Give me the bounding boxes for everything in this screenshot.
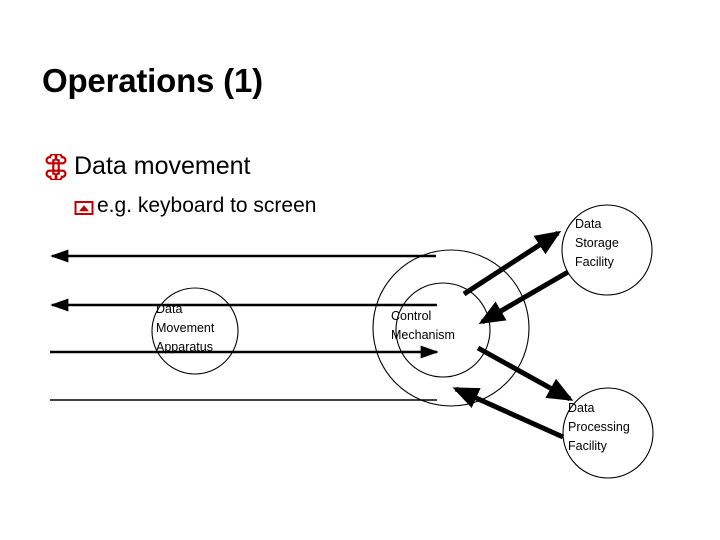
node-circle-data-movement-apparatus [151,287,239,375]
node-label-line: Mechanism [391,328,455,342]
node-label-line: Control [391,309,432,323]
node-label-data-movement-apparatus: Data Movement Apparatus [156,300,214,357]
bullet-label: e.g. keyboard to screen [97,194,317,217]
node-label-line: Facility [568,439,607,453]
page-title: Operations (1) [42,62,263,99]
edge-control-to-storage [462,230,562,297]
node-label-data-storage-facility: Data Storage Facility [575,215,619,272]
node-label-line: Storage [575,236,619,250]
boxed-chevron-bullet-icon [74,198,94,218]
edge-processing-to-control [452,386,565,440]
system-boundary-circle [372,249,530,407]
node-label-line: Movement [156,321,215,335]
node-circle-control-mechanism [395,282,491,378]
bullet-item-level1: Data movement [44,152,250,181]
node-label-line: Apparatus [156,340,213,354]
place-of-interest-bullet-icon [44,153,68,181]
node-label-data-processing-facility: Data Processing Facility [568,399,630,456]
node-label-line: Data [156,302,183,316]
node-label-line: Data [568,401,595,415]
node-circle-data-storage-facility [561,204,653,296]
node-circle-data-processing-facility [562,387,654,479]
node-label-line: Processing [568,420,630,434]
edge-control-to-processing [476,345,574,402]
bullet-item-level2: e.g. keyboard to screen [74,194,316,218]
node-label-line: Data [575,217,602,231]
node-label-control-mechanism: Control Mechanism [391,307,455,345]
node-label-line: Facility [575,255,614,269]
edge-storage-to-control [478,269,570,325]
bullet-label: Data movement [74,152,251,180]
